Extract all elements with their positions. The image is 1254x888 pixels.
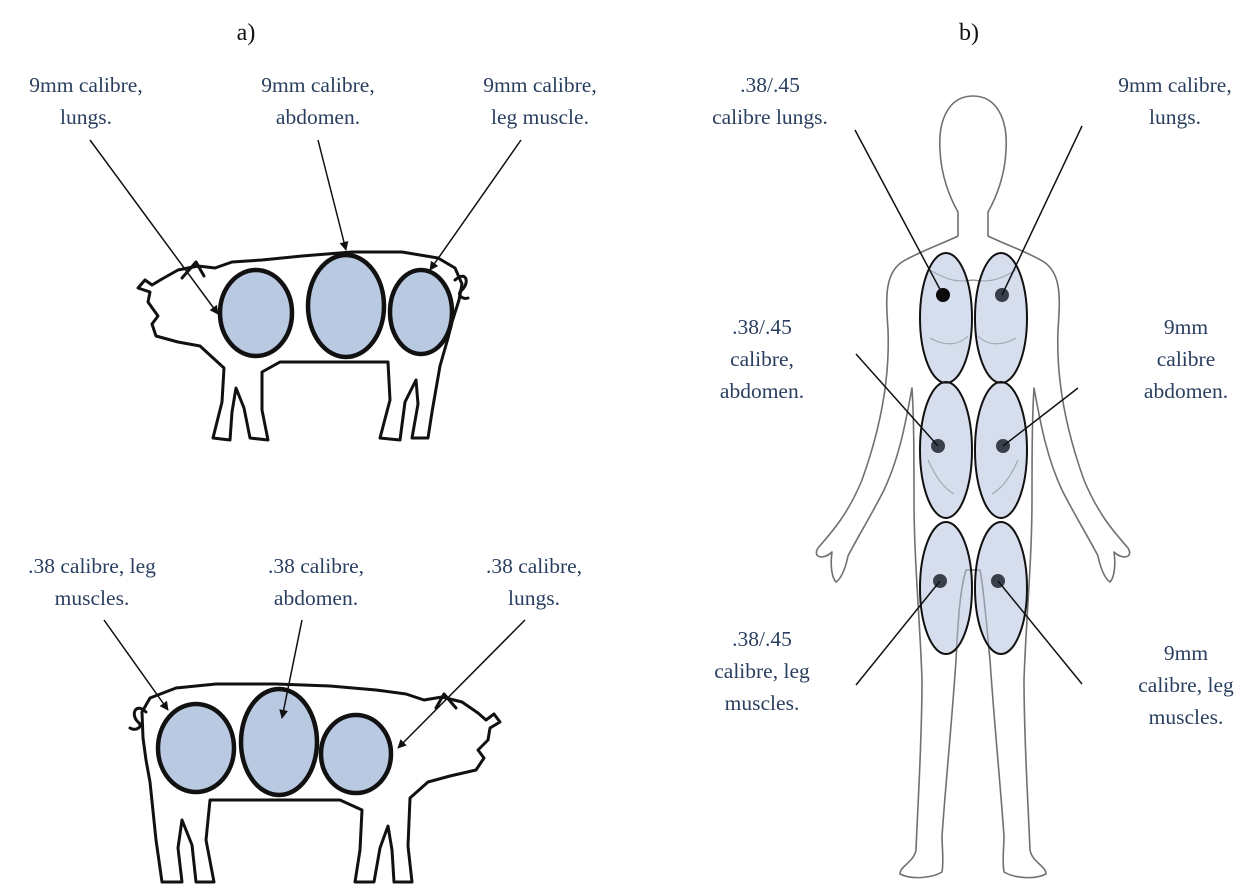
pig-bottom-abdomen-label-line2: abdomen. xyxy=(274,586,358,610)
panel-a-label: a) xyxy=(237,20,256,46)
pig-bottom-labels: .38 calibre, leg muscles. .38 calibre, a… xyxy=(28,554,582,610)
human-left-leg-label-line2: calibre, leg xyxy=(714,659,810,683)
pig-top-abdomen-arrow xyxy=(318,140,346,250)
pig-top-abdomen-label-line1: 9mm calibre, xyxy=(261,73,374,97)
pig-top-arrows xyxy=(90,140,521,314)
pig-bottom-targets xyxy=(158,689,391,795)
pig-bottom-abdomen-target xyxy=(241,689,317,795)
human-left-leg-label-line3: muscles. xyxy=(725,691,800,715)
human-left-lungs-label-line1: .38/.45 xyxy=(740,73,800,97)
human-body-illustration xyxy=(816,96,1129,878)
pig-top-lungs-label-line2: lungs. xyxy=(60,105,112,129)
pig-top-leg-label-line1: 9mm calibre, xyxy=(483,73,596,97)
human-right-abdomen-label-line2: calibre xyxy=(1157,347,1216,371)
pig-bottom-lungs-arrow xyxy=(398,620,525,748)
pig-bottom-lungs-label-line2: lungs. xyxy=(508,586,560,610)
pig-bottom-abdomen-label-line1: .38 calibre, xyxy=(268,554,364,578)
pig-top-lungs-label-line1: 9mm calibre, xyxy=(29,73,142,97)
human-right-leg-label-line1: 9mm xyxy=(1164,641,1208,665)
pig-top-targets xyxy=(220,255,452,357)
human-left-lungs-label-line2: calibre lungs. xyxy=(712,105,828,129)
panel-b-label: b) xyxy=(959,20,979,46)
pig-top-abdomen-target xyxy=(308,255,384,357)
human-body-outline xyxy=(816,96,1129,878)
human-left-lungs-target xyxy=(920,253,972,383)
human-right-lungs-target xyxy=(975,253,1027,383)
human-left-leg-label-line1: .38/.45 xyxy=(732,627,792,651)
pig-top-lungs-target xyxy=(220,270,292,356)
human-left-abdomen-target xyxy=(920,382,972,518)
pig-bottom-leg-arrow xyxy=(104,620,168,710)
pig-bottom-leg-target xyxy=(158,704,234,792)
human-right-lungs-label-line2: lungs. xyxy=(1149,105,1201,129)
human-left-leg-target xyxy=(920,522,972,654)
pig-top-abdomen-label-line2: abdomen. xyxy=(276,105,360,129)
pig-top-leg-target xyxy=(390,270,452,354)
human-right-abdomen-label-line1: 9mm xyxy=(1164,315,1208,339)
pig-bottom-lungs-label-line1: .38 calibre, xyxy=(486,554,582,578)
human-left-abdomen-label-line1: .38/.45 xyxy=(732,315,792,339)
pig-bottom-leg-label-line1: .38 calibre, leg xyxy=(28,554,156,578)
pig-top-labels: 9mm calibre, lungs. 9mm calibre, abdomen… xyxy=(29,73,596,129)
human-right-abdomen-label-line3: abdomen. xyxy=(1144,379,1228,403)
human-right-leg-label-line3: muscles. xyxy=(1149,705,1224,729)
pig-top-lungs-arrow xyxy=(90,140,218,314)
human-right-leg-label-line2: calibre, leg xyxy=(1138,673,1234,697)
human-right-leg-target xyxy=(975,522,1027,654)
human-right-lungs-label-line1: 9mm calibre, xyxy=(1118,73,1231,97)
pig-top-leg-arrow xyxy=(430,140,521,270)
pig-bottom-leg-label-line2: muscles. xyxy=(55,586,130,610)
human-left-abdomen-label-line2: calibre, xyxy=(730,347,794,371)
pig-bottom-lungs-target xyxy=(321,715,391,793)
human-left-abdomen-label-line3: abdomen. xyxy=(720,379,804,403)
pig-top-leg-label-line2: leg muscle. xyxy=(491,105,589,129)
